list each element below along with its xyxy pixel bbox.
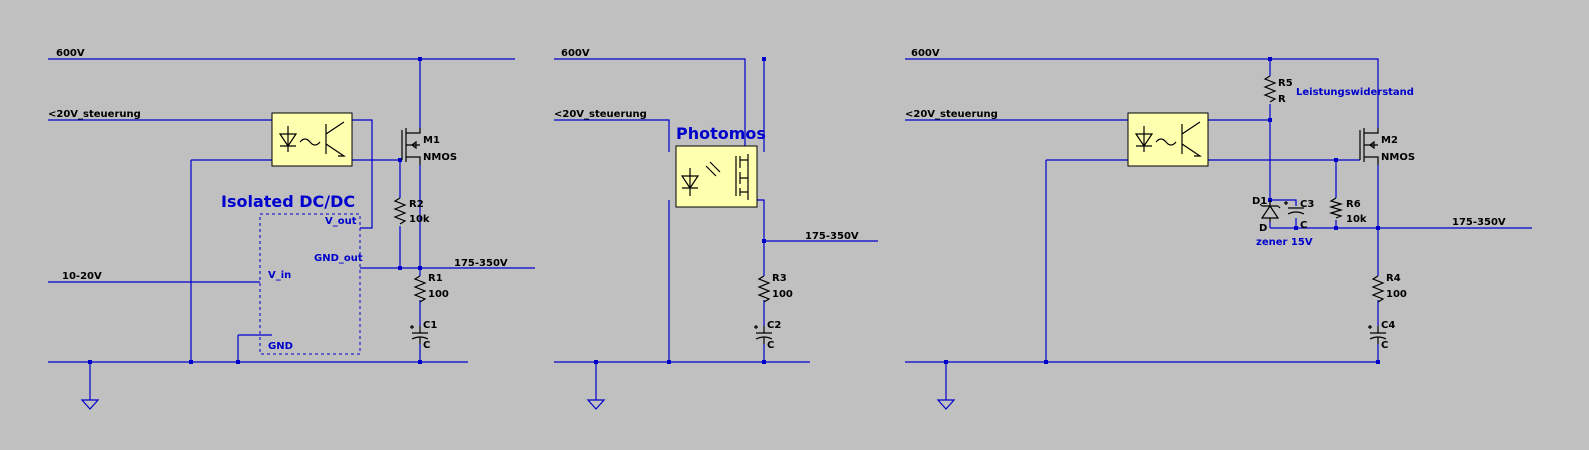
- r6-ref: R6: [1346, 199, 1361, 210]
- capacitor-c3[interactable]: [1284, 201, 1305, 215]
- circuit-2: [554, 57, 878, 410]
- c2-ref: C2: [767, 320, 781, 331]
- optocoupler-2[interactable]: [1127, 112, 1209, 167]
- r5-ref: R5: [1278, 78, 1293, 89]
- m1-ref: M1: [423, 135, 440, 146]
- pin-label-vout: V_out: [325, 216, 357, 227]
- c3-ref: C3: [1300, 199, 1314, 210]
- resistor-r5[interactable]: [1263, 75, 1277, 103]
- pin-label-vin: V_in: [268, 270, 291, 281]
- r1-value: 100: [428, 289, 449, 300]
- net-label-control-1: <20V_steuerung: [48, 109, 141, 120]
- resistor-r4[interactable]: [1371, 275, 1385, 303]
- r4-ref: R4: [1386, 273, 1401, 284]
- isolated-dcdc-box[interactable]: [259, 213, 361, 355]
- r3-value: 100: [772, 289, 793, 300]
- d1-ref: D1: [1252, 196, 1267, 207]
- c3-value: C: [1300, 220, 1307, 231]
- photomos-label: Photomos: [676, 124, 766, 143]
- capacitor-c1[interactable]: [410, 325, 429, 344]
- net-label-600v-3: 600V: [911, 48, 940, 59]
- m2-ref: M2: [1381, 135, 1398, 146]
- mosfet-m2[interactable]: [1359, 128, 1379, 165]
- c4-ref: C4: [1381, 320, 1395, 331]
- net-label-output-3: 175-350V: [1452, 217, 1506, 228]
- optocoupler-1[interactable]: [271, 112, 353, 167]
- mosfet-m1[interactable]: [401, 128, 421, 165]
- resistor-r1[interactable]: [413, 275, 427, 303]
- resistor-r3[interactable]: [757, 275, 771, 303]
- circuit-1: [48, 57, 535, 410]
- r3-ref: R3: [772, 273, 787, 284]
- m1-value: NMOS: [423, 152, 457, 163]
- capacitor-c4[interactable]: [1368, 325, 1387, 344]
- ground-symbol-2: [586, 399, 606, 410]
- net-label-output-2: 175-350V: [805, 231, 859, 242]
- photomos-relay[interactable]: [675, 145, 758, 208]
- c4-value: C: [1381, 340, 1388, 351]
- r2-value: 10k: [409, 214, 430, 225]
- zener-note: zener 15V: [1256, 237, 1313, 248]
- net-label-600v-2: 600V: [561, 48, 590, 59]
- net-label-control-2: <20V_steuerung: [554, 109, 647, 120]
- net-label-control-3: <20V_steuerung: [905, 109, 998, 120]
- c1-value: C: [423, 340, 430, 351]
- isolated-dcdc-label: Isolated DC/DC: [221, 192, 355, 211]
- r4-value: 100: [1386, 289, 1407, 300]
- net-label-aux: 10-20V: [62, 271, 102, 282]
- circuit-3: [905, 57, 1532, 410]
- m2-value: NMOS: [1381, 152, 1415, 163]
- pin-label-gndout: GND_out: [314, 253, 363, 264]
- pin-label-gnd: GND: [268, 341, 293, 352]
- resistor-r6[interactable]: [1328, 197, 1344, 219]
- c1-ref: C1: [423, 320, 437, 331]
- d1-value: D: [1259, 223, 1267, 234]
- ground-symbol-3: [936, 399, 956, 410]
- zener-d1[interactable]: [1259, 200, 1281, 222]
- c2-value: C: [767, 340, 774, 351]
- r2-ref: R2: [409, 199, 424, 210]
- r1-ref: R1: [428, 273, 443, 284]
- capacitor-c2[interactable]: [754, 325, 773, 344]
- r6-value: 10k: [1346, 214, 1367, 225]
- net-label-600v-1: 600V: [56, 48, 85, 59]
- ground-symbol-1: [80, 399, 100, 410]
- resistor-r2[interactable]: [393, 197, 407, 225]
- net-label-output-1: 175-350V: [454, 258, 508, 269]
- r5-value: R: [1278, 94, 1286, 105]
- power-resistor-note: Leistungswiderstand: [1296, 87, 1414, 98]
